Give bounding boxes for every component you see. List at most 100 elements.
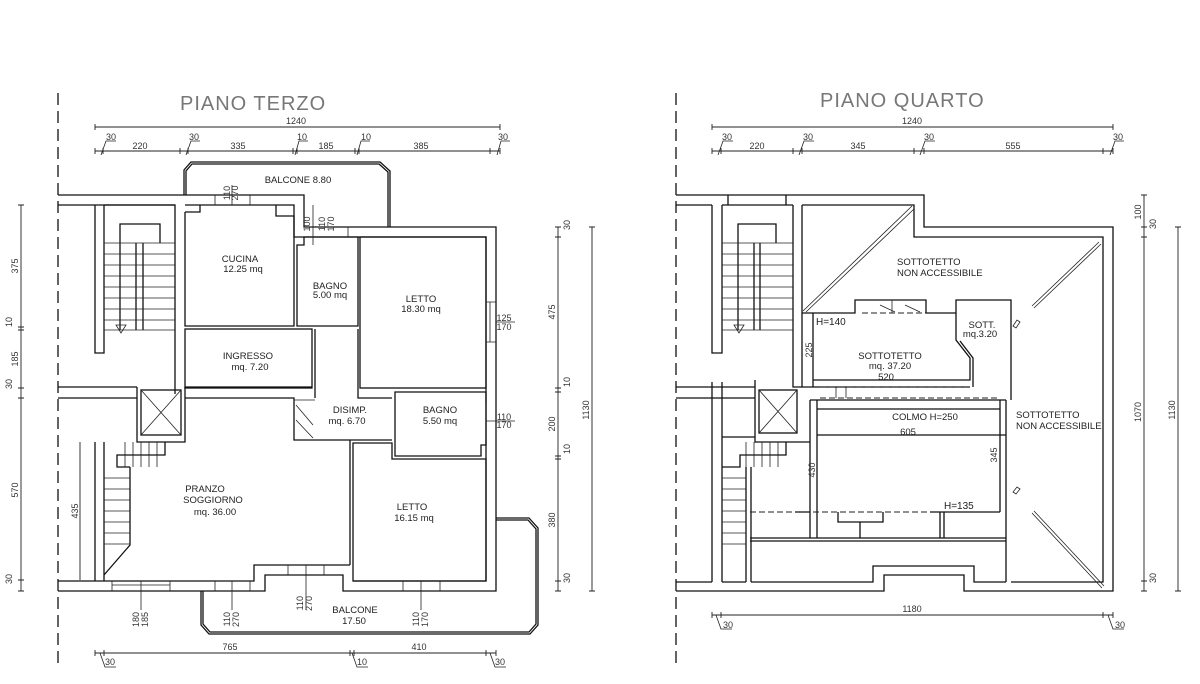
dim-total: 1240 xyxy=(286,116,306,126)
room-area: 12.25 mq xyxy=(223,264,263,275)
top-dimensions: 1240 30 220 30 345 30 555 30 xyxy=(711,116,1124,156)
dim-right: 380 xyxy=(547,512,557,527)
staircase-upper xyxy=(711,195,803,388)
elevator-cross-icon xyxy=(140,389,182,436)
dim-right: 30 xyxy=(1148,573,1158,583)
room-area: 5.50 mq xyxy=(423,416,457,427)
dim-right: 200 xyxy=(547,416,557,431)
room-bagno-2 xyxy=(394,391,487,457)
plan-piano-terzo: PIANO TERZO 1240 30 220 30 335 10 185 10… xyxy=(4,93,595,668)
dim-bottom: 410 xyxy=(411,642,426,652)
elevator-shaft xyxy=(758,389,798,434)
room-name: PRANZO xyxy=(185,484,225,495)
opening-dim: 110 xyxy=(497,412,511,422)
opening-dim: 270 xyxy=(231,612,241,627)
balcony-top-outline xyxy=(183,161,391,227)
room-area: 18.30 mq xyxy=(401,304,441,315)
dim-top: 30 xyxy=(924,132,934,142)
dim-right: 30 xyxy=(1148,219,1158,229)
opening-dim: 170 xyxy=(496,322,511,332)
opening-dim: 110 xyxy=(222,186,232,200)
room-name: CUCINA xyxy=(222,254,259,265)
staircase-upper xyxy=(94,204,176,387)
opening-dim: 110 xyxy=(222,612,232,626)
room-sottotetto xyxy=(802,299,1012,400)
dim-left: 30 xyxy=(4,574,14,584)
room-name: BALCONE xyxy=(332,605,377,616)
area-name: SOTTOTETTO xyxy=(897,257,961,268)
dim-stair: 435 xyxy=(70,503,80,518)
area-name: COLMO H=250 xyxy=(892,412,958,423)
area-name: NON ACCESSIBILE xyxy=(897,268,983,279)
opening-dim: 270 xyxy=(230,185,240,200)
dim-left: 570 xyxy=(10,482,20,497)
dim-bottom: 30 xyxy=(495,657,505,667)
room-letto-2 xyxy=(352,442,487,582)
opening-dim: 110 xyxy=(295,596,305,610)
dim-right-total: 1130 xyxy=(1167,400,1177,419)
dim-left: 30 xyxy=(4,379,14,389)
room-area: 17.50 xyxy=(342,616,366,627)
room-name: INGRESSO xyxy=(223,351,273,362)
dim-bottom: 30 xyxy=(105,657,115,667)
room-area: mq. 7.20 xyxy=(232,362,269,373)
dim-bottom: 765 xyxy=(222,642,237,652)
area-area: mq.3.20 xyxy=(963,329,997,340)
room-area: mq. 36.00 xyxy=(194,507,236,518)
interior-walls xyxy=(58,329,392,441)
room-area: mq. 6.70 xyxy=(329,416,366,427)
dim-right: 30 xyxy=(562,220,572,230)
opening-dim: 180 xyxy=(131,612,141,627)
room-letto-1 xyxy=(359,236,487,389)
plan-title: PIANO TERZO xyxy=(180,93,326,115)
dim-total: 1240 xyxy=(902,116,922,126)
elevator-shaft xyxy=(140,389,182,436)
dim-left: 10 xyxy=(4,317,14,327)
dim-top: 10 xyxy=(297,132,307,142)
opening-dim: 270 xyxy=(304,596,314,611)
room-name: BALCONE 8.80 xyxy=(265,175,332,186)
dim-top: 10 xyxy=(361,132,371,142)
dim-right: 10 xyxy=(562,444,572,454)
area-width: 520 xyxy=(878,372,894,383)
dim-top: 30 xyxy=(1113,132,1123,142)
dim-top: 220 xyxy=(132,141,147,151)
room-cucina xyxy=(184,205,295,327)
staircase-lower xyxy=(103,442,166,576)
plan-piano-quarto: PIANO QUARTO 1240 30 220 30 345 30 555 3… xyxy=(675,90,1181,668)
roof-diagonal xyxy=(802,205,1105,589)
dim-right-total: 1130 xyxy=(581,400,591,419)
plan-title: PIANO QUARTO xyxy=(820,90,985,112)
balcony-bottom-outline xyxy=(200,517,539,635)
room-name: BAGNO xyxy=(313,281,347,292)
dim-right: 30 xyxy=(562,573,572,583)
room-name: LETTO xyxy=(406,294,436,305)
dim-top: 30 xyxy=(106,132,116,142)
room-name: LETTO xyxy=(397,502,427,513)
room-area: 5.00 mq xyxy=(313,290,347,301)
dim-right: 475 xyxy=(547,304,557,319)
opening-dim: 185 xyxy=(140,612,150,627)
dim-top: 385 xyxy=(413,141,428,151)
opening-dim: 110 xyxy=(411,612,421,626)
elevator-cross-icon xyxy=(758,389,798,434)
opening-dim: 110 xyxy=(317,217,327,231)
dim-colmo-left: 430 xyxy=(807,462,817,477)
area-name: SOTTOTETTO xyxy=(1016,410,1080,421)
dim-left: 185 xyxy=(10,351,20,366)
dim-top: 220 xyxy=(749,141,764,151)
room-area: 16.15 mq xyxy=(394,513,434,524)
opening-dim: 170 xyxy=(326,216,336,231)
dim-right: 1070 xyxy=(1133,402,1143,422)
height-note: H=135 xyxy=(944,501,974,512)
room-colmo xyxy=(809,399,1007,582)
dim-top: 30 xyxy=(722,132,732,142)
opening-dim: 100 xyxy=(302,216,312,231)
dim-bottom: 30 xyxy=(1115,620,1125,630)
area-name: SOTT. xyxy=(969,320,996,331)
dim-depth: 225 xyxy=(804,342,814,357)
room-bagno-1 xyxy=(296,236,359,327)
dim-right: 100 xyxy=(1133,204,1143,219)
room-name: DISIMP. xyxy=(333,405,367,416)
